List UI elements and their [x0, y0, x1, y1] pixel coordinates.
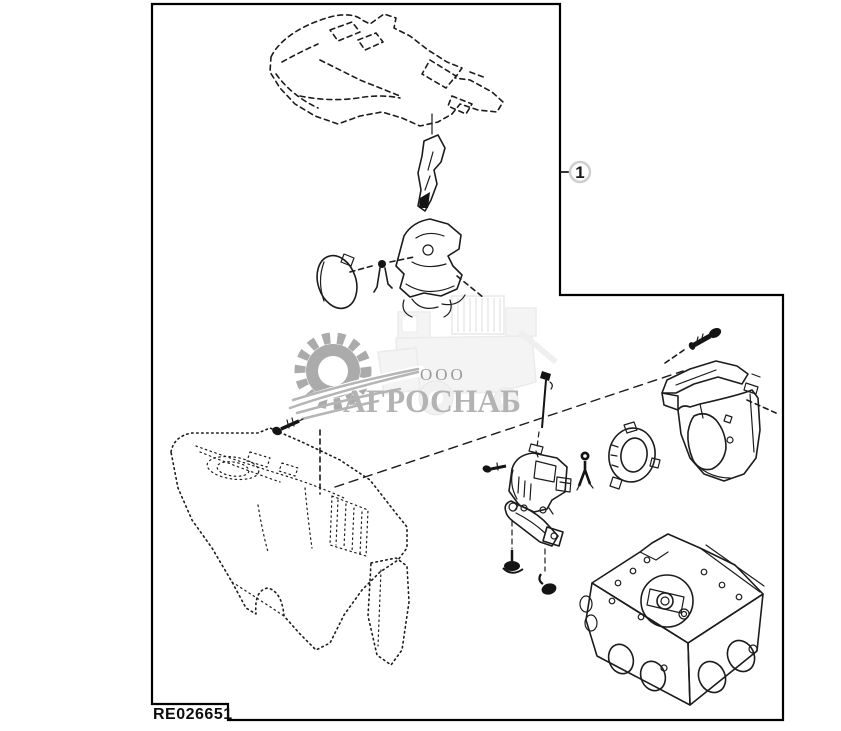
base-plate	[579, 533, 765, 706]
console-top-cover	[269, 13, 504, 127]
control-unit	[508, 443, 572, 515]
side-pad	[316, 253, 358, 310]
curved-arm	[504, 500, 564, 547]
callout-ring	[568, 160, 592, 184]
figure-border	[150, 2, 785, 722]
console-body	[170, 427, 410, 666]
spring-clip-icon	[538, 573, 557, 595]
ring-bracket	[608, 421, 661, 490]
watermark: ООО АГРОСНАБ	[285, 295, 558, 421]
callout-1: 1	[560, 160, 592, 184]
fork-clip	[576, 451, 594, 491]
combine-harvester-silhouette-icon	[377, 295, 558, 416]
mounting-bolt-icon	[688, 327, 722, 350]
image-part-number: RE026651	[153, 706, 233, 723]
link-pin	[540, 371, 553, 429]
leader-lines	[319, 256, 777, 572]
clip-screw	[373, 260, 393, 293]
control-lever-grip	[417, 113, 446, 212]
flange-screw-icon	[502, 550, 524, 574]
cover-housing	[661, 360, 761, 482]
console-screw-icon	[272, 417, 304, 436]
watermark-org-form: ООО	[420, 365, 466, 384]
gear-icon	[285, 332, 426, 421]
throttle-housing	[395, 218, 466, 318]
callout-number: 1	[575, 163, 584, 182]
watermark-company-name: АГРОСНАБ	[343, 384, 521, 420]
unit-screw-icon	[482, 462, 507, 473]
